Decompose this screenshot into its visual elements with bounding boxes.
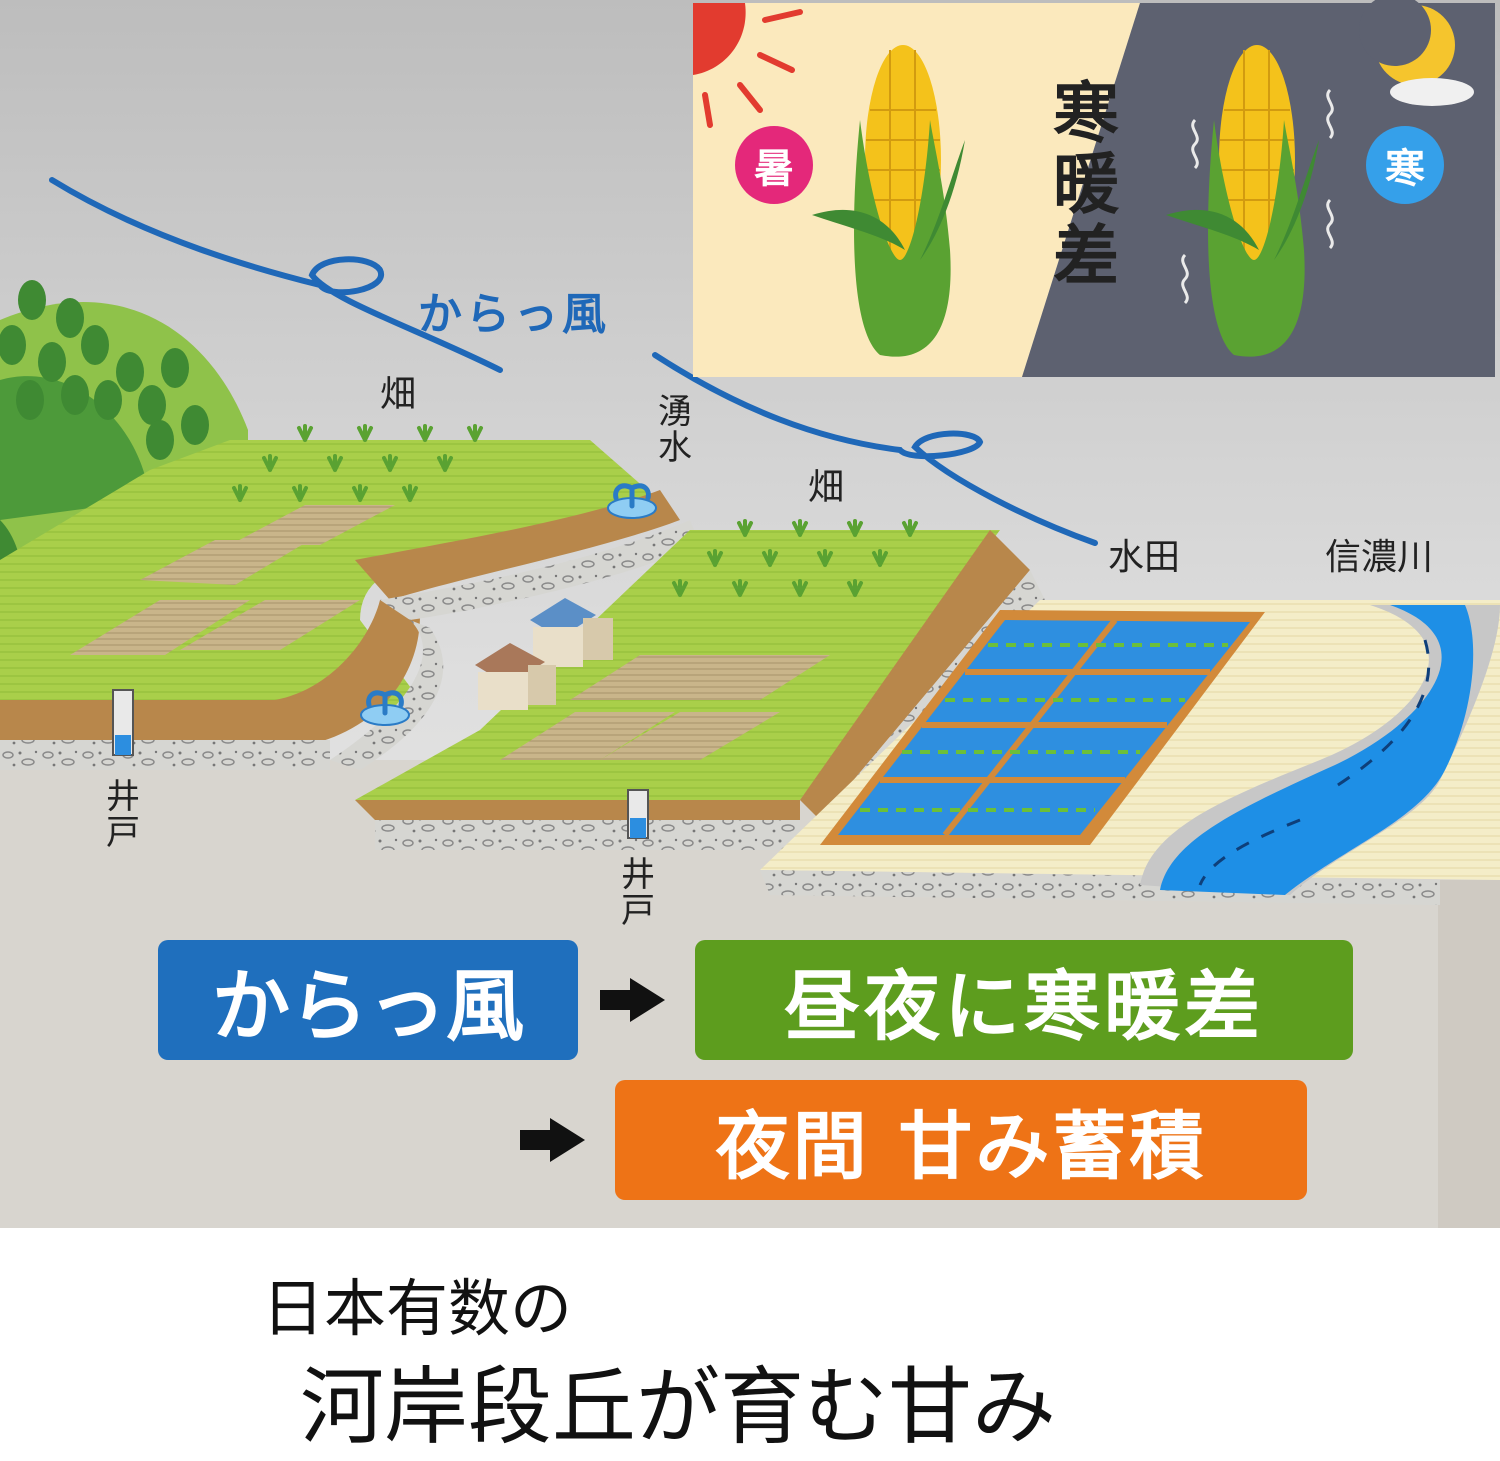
spring-label: 湧 水 [658,392,692,468]
well-label-middle: 井 戸 [621,855,655,931]
wind-line [49,177,1098,546]
flow-step-temperature: 昼夜に寒暖差 [695,940,1353,1060]
temperature-difference-title: 寒 暖 差 [1053,75,1119,295]
river-label: 信濃川 [1325,537,1434,578]
flow-step-sweetness: 夜間 甘み蓄積 [615,1080,1307,1200]
crops [232,424,918,597]
trees [0,280,209,460]
wind-label: からっ風 [418,289,610,340]
corn-icon [1166,45,1334,357]
well-icon [627,789,649,839]
flow-step-wind: からっ風 [158,940,578,1060]
paddy-label: 水田 [1108,537,1181,578]
arrow-icon [520,1118,585,1162]
field-label-upper: 畑 [380,374,417,415]
sun-icon [693,3,803,128]
well-label-left: 井 戸 [106,777,140,853]
arrow-icon [600,978,665,1022]
caption-line-2: 河岸段丘が育む甘み [300,1358,1057,1456]
corn-icon [812,45,965,357]
inset-panel [693,0,1495,377]
houses [475,598,613,710]
cold-badge: 寒 [1366,126,1444,204]
spring-icon [360,690,410,726]
hot-badge: 暑 [735,126,813,204]
moon-icon [1359,0,1474,106]
field-label-middle: 畑 [808,467,845,508]
caption-line-1: 日本有数の [262,1272,573,1345]
paddy-field [820,610,1265,845]
well-icon [112,689,134,756]
spring-icon [607,483,657,519]
